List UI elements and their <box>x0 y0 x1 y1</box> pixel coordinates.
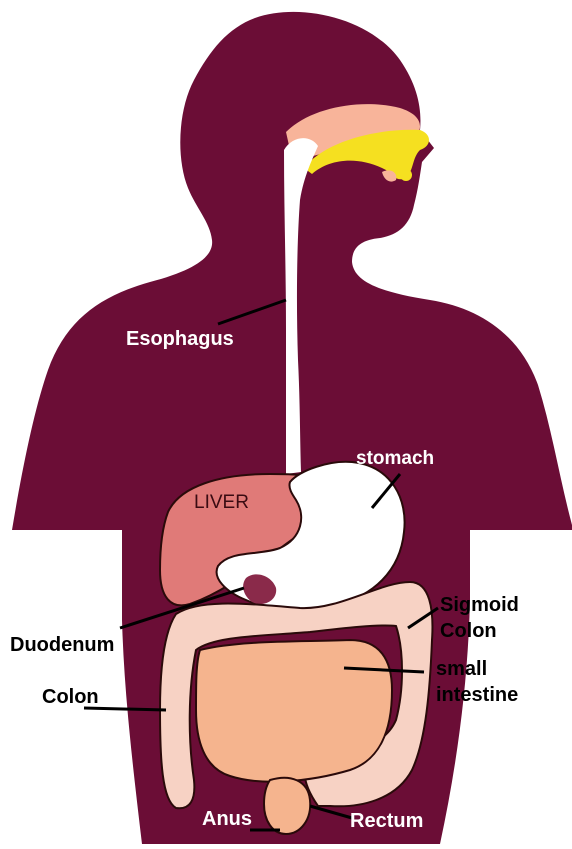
colon-leader <box>84 708 166 710</box>
label-colon: Colon <box>42 686 99 708</box>
label-stomach: stomach <box>356 448 434 470</box>
rectum-shape <box>264 778 310 834</box>
label-sigmoid-line2: Colon <box>440 620 497 642</box>
label-rectum: Rectum <box>350 810 423 832</box>
label-duodenum: Duodenum <box>10 634 114 656</box>
label-small-line1: small <box>436 658 487 680</box>
label-anus: Anus <box>202 808 252 830</box>
label-sigmoid-line1: Sigmoid <box>440 594 519 616</box>
palate-tip <box>400 169 412 181</box>
label-esophagus: Esophagus <box>126 328 234 350</box>
small-intestine-shape <box>196 640 392 782</box>
label-liver: LIVER <box>194 492 249 514</box>
label-small-line2: intestine <box>436 684 518 706</box>
